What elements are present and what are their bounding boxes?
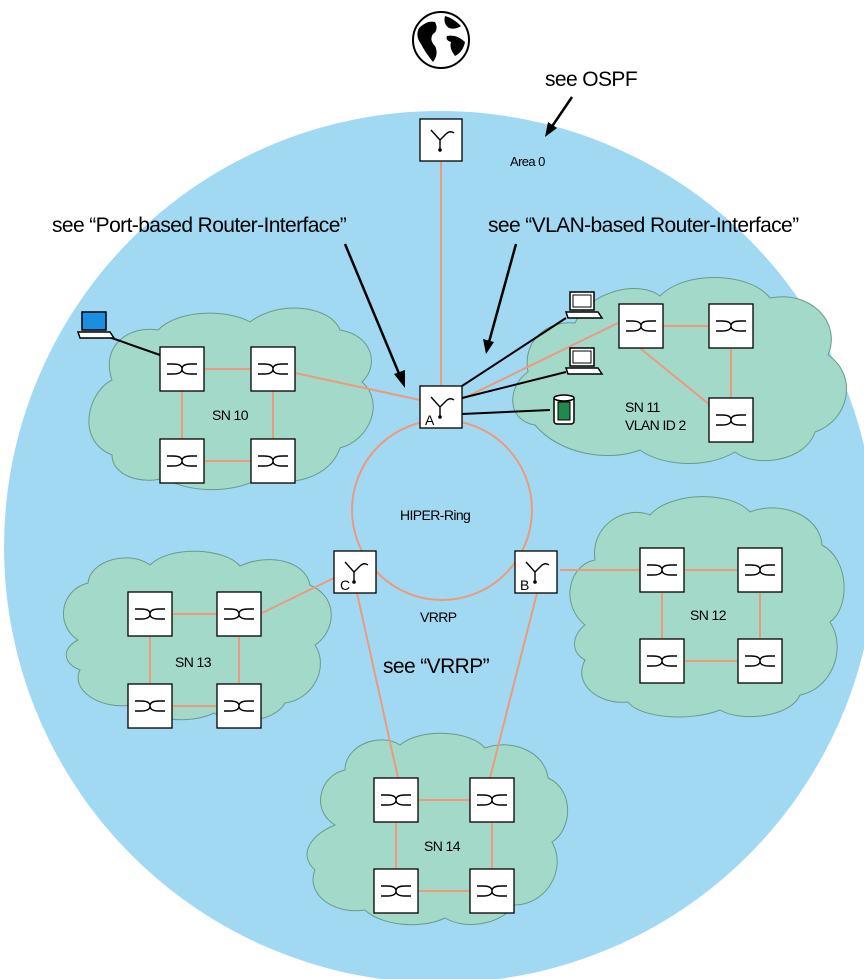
- switch-sn11-1: [618, 303, 664, 349]
- pc-icon: [76, 311, 116, 339]
- pc-icon: [564, 347, 604, 375]
- switch-sn14-1: [373, 777, 419, 823]
- switch-sn10-4: [250, 438, 296, 484]
- sn10-label: SN 10: [212, 407, 249, 423]
- pc-icon: [564, 291, 604, 319]
- switch-sn13-4: [216, 683, 262, 729]
- vrrp-label: VRRP: [420, 609, 457, 625]
- vlan-id2-label: VLAN ID 2: [625, 417, 687, 433]
- switch-sn10-2: [250, 346, 296, 392]
- globe-icon: [412, 11, 470, 69]
- storage-icon: [553, 394, 575, 425]
- switch-sn11-2: [708, 303, 754, 349]
- device-links: [105, 317, 567, 415]
- cloud-sn13: [63, 550, 332, 722]
- switch-sn10-3: [159, 438, 205, 484]
- switch-sn12-1: [639, 547, 685, 593]
- switch-sn12-4: [737, 638, 783, 684]
- switch-sn13-1: [127, 591, 173, 637]
- switch-sn10-1: [159, 346, 205, 392]
- see-port-based-label: see “Port-based Router-Interface”: [52, 214, 347, 237]
- cloud-sn11: [512, 277, 847, 465]
- router-icon: [419, 118, 463, 162]
- see-vrrp-label: see “VRRP”: [383, 655, 490, 678]
- switch-sn11-3: [708, 397, 754, 443]
- switch-sn14-3: [373, 868, 419, 914]
- switch-sn13-3: [127, 683, 173, 729]
- router-a-label: A: [425, 412, 435, 428]
- switch-sn13-2: [216, 591, 262, 637]
- links: [149, 162, 761, 892]
- router-b-label: B: [520, 577, 529, 593]
- switch-sn12-2: [737, 547, 783, 593]
- see-vlan-based-label: see “VLAN-based Router-Interface”: [488, 214, 799, 237]
- see-ospf-label: see OSPF: [545, 68, 637, 91]
- switch-sn14-4: [469, 868, 515, 914]
- sn13-label: SN 13: [175, 654, 212, 670]
- router-c-label: C: [340, 577, 350, 593]
- arrows: [343, 96, 574, 388]
- switch-sn14-2: [469, 777, 515, 823]
- sn14-label: SN 14: [424, 838, 461, 854]
- sn11-label: SN 11: [625, 399, 661, 415]
- hiper-ring-label: HIPER-Ring: [400, 507, 470, 523]
- cloud-sn14: [306, 732, 569, 926]
- switch-sn12-3: [639, 638, 685, 684]
- sn12-label: SN 12: [690, 607, 727, 623]
- area0-label: Area 0: [510, 154, 545, 169]
- cloud-sn10: [88, 307, 374, 491]
